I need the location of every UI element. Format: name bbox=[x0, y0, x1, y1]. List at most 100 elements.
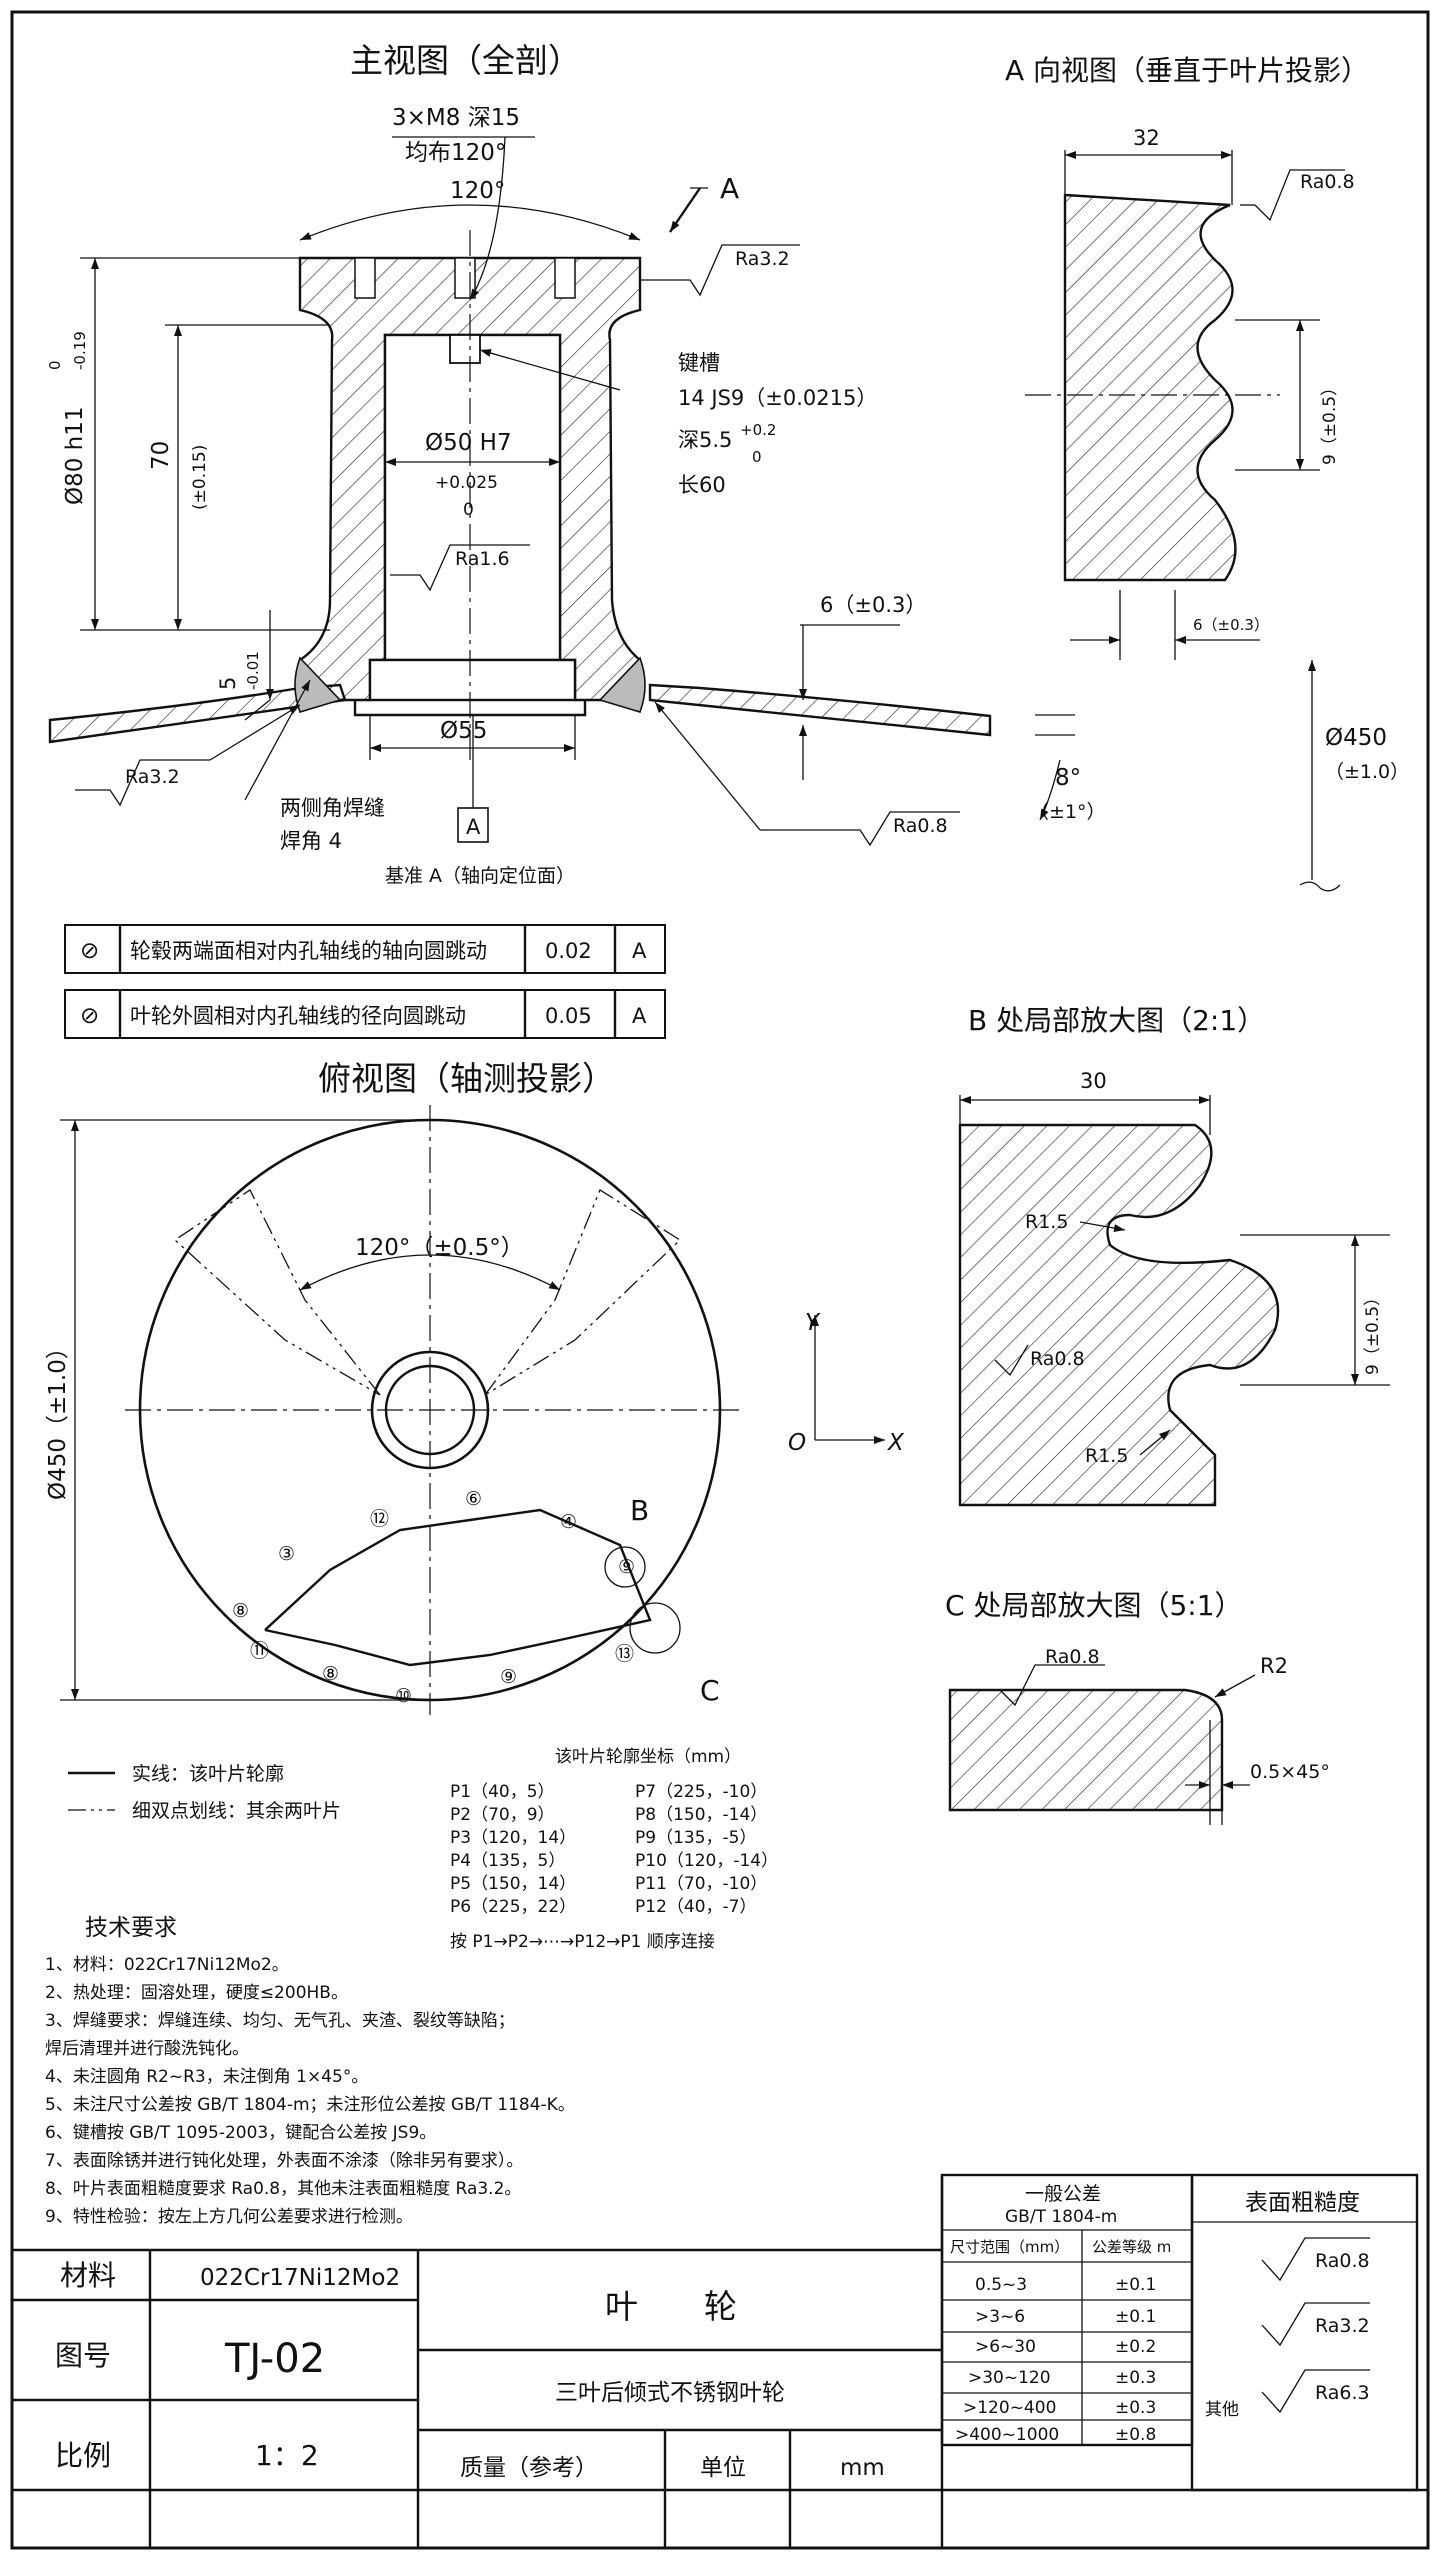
unit-value: mm bbox=[840, 2455, 885, 2481]
bore-lower: 0 bbox=[463, 500, 474, 520]
tolerance-frame-2: ⊘ 叶轮外圆相对内孔轴线的径向圆跳动 0.05 A bbox=[64, 989, 666, 1039]
bore-dia: Ø50 H7 bbox=[425, 430, 512, 456]
title-block: 材料 022Cr17Ni12Mo2 图号 TJ-02 比例 1：2 叶 轮 三叶… bbox=[12, 2175, 1428, 2548]
ra-blade: Ra0.8 bbox=[893, 815, 948, 837]
dim-5-tol: -0.01 bbox=[244, 651, 262, 690]
axis-o: O bbox=[788, 1430, 806, 1456]
svg-text:±0.3: ±0.3 bbox=[1115, 2368, 1156, 2388]
svg-text:±0.3: ±0.3 bbox=[1115, 2398, 1156, 2418]
svg-text:P1（40，5）: P1（40，5） bbox=[450, 1782, 555, 1802]
point-9b: ⑨ bbox=[618, 1556, 635, 1578]
runout-symbol-2: ⊘ bbox=[80, 1003, 99, 1029]
tolerance-text-1: 轮毂两端面相对内孔轴线的轴向圆跳动 bbox=[130, 939, 487, 963]
svg-text:P6（225，22）: P6（225，22） bbox=[450, 1897, 576, 1917]
coords-order: 按 P1→P2→⋯→P12→P1 顺序连接 bbox=[450, 1932, 715, 1952]
main-view-title: 主视图（全剖） bbox=[350, 41, 581, 80]
tolerance-datum-1: A bbox=[632, 939, 647, 963]
coords-left: P1（40，5） P2（70，9） P3（120，14） P4（135，5） P… bbox=[450, 1782, 576, 1917]
axis-x: X bbox=[887, 1430, 905, 1456]
b-detail-profile bbox=[958, 1123, 1280, 1507]
c-detail-title: C 处局部放大图（5:1） bbox=[945, 1589, 1243, 1622]
svg-text:±0.2: ±0.2 bbox=[1115, 2337, 1156, 2357]
svg-text:2、热处理：固溶处理，硬度≤200HB。: 2、热处理：固溶处理，硬度≤200HB。 bbox=[45, 1983, 348, 2003]
angle-120-label: 120° bbox=[450, 178, 505, 204]
right-blade-section bbox=[648, 683, 992, 737]
keyway-depth-upper: +0.2 bbox=[740, 421, 776, 439]
svg-text:3、焊缝要求：焊缝连续、均匀、无气孔、夹渣、裂纹等缺陷；: 3、焊缝要求：焊缝连续、均匀、无气孔、夹渣、裂纹等缺陷； bbox=[45, 2011, 515, 2031]
dia-55: Ø55 bbox=[440, 718, 487, 744]
material-label: 材料 bbox=[60, 2259, 116, 2292]
svg-text:Ra3.2: Ra3.2 bbox=[1315, 2315, 1370, 2337]
phantom-blade-right bbox=[484, 1189, 682, 1396]
a-view-blade bbox=[1063, 193, 1237, 582]
outer-dia-upper: 0 bbox=[46, 360, 64, 370]
svg-text:P11（70，-10）: P11（70，-10） bbox=[635, 1874, 767, 1894]
datum-letter: A bbox=[466, 815, 481, 839]
outer-dia-label: Ø80 h11 bbox=[62, 406, 88, 505]
unit-label: 单位 bbox=[700, 2455, 746, 2481]
svg-text:Ra0.8: Ra0.8 bbox=[1315, 2250, 1370, 2272]
svg-text:P2（70，9）: P2（70，9） bbox=[450, 1805, 555, 1825]
svg-text:GB/T 1804-m: GB/T 1804-m bbox=[1005, 2207, 1117, 2227]
svg-text:P7（225，-10）: P7（225，-10） bbox=[635, 1782, 767, 1802]
svg-text:一般公差: 一般公差 bbox=[1025, 2183, 1101, 2205]
coords-right: P7（225，-10） P8（150，-14） P9（135，-5） P10（1… bbox=[635, 1782, 778, 1917]
point-13: ⑬ bbox=[615, 1643, 634, 1665]
coords-title: 该叶片轮廓坐标（mm） bbox=[555, 1747, 741, 1767]
svg-text:尺寸范围（mm）: 尺寸范围（mm） bbox=[950, 2238, 1069, 2256]
keyway-spec: 14 JS9（±0.0215） bbox=[678, 386, 877, 410]
ra-left: Ra3.2 bbox=[125, 766, 180, 788]
blade-profile bbox=[264, 1508, 652, 1667]
b-detail-ra: Ra0.8 bbox=[1030, 1348, 1085, 1370]
tolerance-value-1: 0.02 bbox=[545, 939, 592, 963]
blade-thickness: 6（±0.3） bbox=[820, 593, 926, 617]
drawing-no: TJ-02 bbox=[224, 2336, 325, 2382]
sheet-border bbox=[10, 10, 1430, 2550]
a-view-pitch: 9（±0.5） bbox=[1320, 379, 1340, 465]
section-mark-a: A bbox=[720, 172, 739, 205]
keyway-section bbox=[449, 334, 481, 364]
tolerance-datum-2: A bbox=[632, 1004, 647, 1028]
tolerance-value-2: 0.05 bbox=[545, 1004, 592, 1028]
svg-text:9、特性检验：按左上方几何公差要求进行检测。: 9、特性检验：按左上方几何公差要求进行检测。 bbox=[45, 2207, 413, 2227]
top-view-dia: Ø450（±1.0） bbox=[45, 1336, 71, 1500]
svg-text:7、表面除锈并进行钝化处理，外表面不涂漆（除非另有要求）。: 7、表面除锈并进行钝化处理，外表面不涂漆（除非另有要求）。 bbox=[45, 2151, 523, 2171]
weld-note: 两侧角焊缝 bbox=[280, 796, 385, 820]
scale-value: 1：2 bbox=[255, 2439, 319, 2472]
svg-text:±0.1: ±0.1 bbox=[1115, 2307, 1156, 2327]
svg-text:其他: 其他 bbox=[1205, 2400, 1239, 2420]
datum-note: 基准 A（轴向定位面） bbox=[385, 865, 575, 887]
b-detail-r-bottom: R1.5 bbox=[1085, 1445, 1128, 1467]
part-desc: 三叶后倾式不锈钢叶轮 bbox=[555, 2380, 785, 2406]
dia-450: Ø450 bbox=[1325, 725, 1387, 751]
point-9: ⑨ bbox=[500, 1666, 517, 1688]
material-value: 022Cr17Ni12Mo2 bbox=[200, 2265, 400, 2291]
point-11: ⑪ bbox=[250, 1640, 269, 1662]
svg-text:>6~30: >6~30 bbox=[975, 2337, 1036, 2357]
c-detail-ra: Ra0.8 bbox=[1045, 1646, 1100, 1668]
dia-450-tol: （±1.0） bbox=[1325, 761, 1409, 783]
point-4: ④ bbox=[560, 1511, 577, 1533]
runout-symbol-1: ⊘ bbox=[80, 938, 99, 964]
bore-upper: +0.025 bbox=[435, 473, 498, 493]
svg-text:P10（120，-14）: P10（120，-14） bbox=[635, 1851, 778, 1871]
svg-text:5、未注尺寸公差按 GB/T 1804-m；未注形位公差按: 5、未注尺寸公差按 GB/T 1804-m；未注形位公差按 GB/T 1184-… bbox=[45, 2095, 575, 2115]
tech-items: 1、材料：022Cr17Ni12Mo2。 2、热处理：固溶处理，硬度≤200HB… bbox=[45, 1955, 575, 2227]
left-weld bbox=[294, 656, 342, 713]
svg-text:1、材料：022Cr17Ni12Mo2。: 1、材料：022Cr17Ni12Mo2。 bbox=[45, 1955, 289, 1975]
tolerance-frame-1: ⊘ 轮毂两端面相对内孔轴线的轴向圆跳动 0.02 A bbox=[64, 924, 666, 974]
svg-text:P4（135，5）: P4（135，5） bbox=[450, 1851, 565, 1871]
tolerance-text-2: 叶轮外圆相对内孔轴线的径向圆跳动 bbox=[130, 1004, 466, 1028]
svg-text:6、键槽按 GB/T 1095-2003，键配合公差按 JS: 6、键槽按 GB/T 1095-2003，键配合公差按 JS9。 bbox=[45, 2123, 436, 2143]
svg-text:表面粗糙度: 表面粗糙度 bbox=[1245, 2190, 1360, 2216]
top-view-title: 俯视图（轴测投影） bbox=[318, 1059, 615, 1098]
dim-5: 5 bbox=[216, 677, 240, 690]
outer-dia-lower: -0.19 bbox=[71, 331, 89, 370]
svg-text:P3（120，14）: P3（120，14） bbox=[450, 1828, 576, 1848]
keyway-length: 长60 bbox=[678, 473, 726, 497]
svg-text:4、未注圆角 R2~R3，未注倒角 1×45°。: 4、未注圆角 R2~R3，未注倒角 1×45°。 bbox=[45, 2067, 368, 2087]
label-b: B bbox=[630, 1494, 649, 1527]
tapped-hole-right bbox=[554, 257, 576, 299]
keyway-title: 键槽 bbox=[678, 351, 720, 375]
